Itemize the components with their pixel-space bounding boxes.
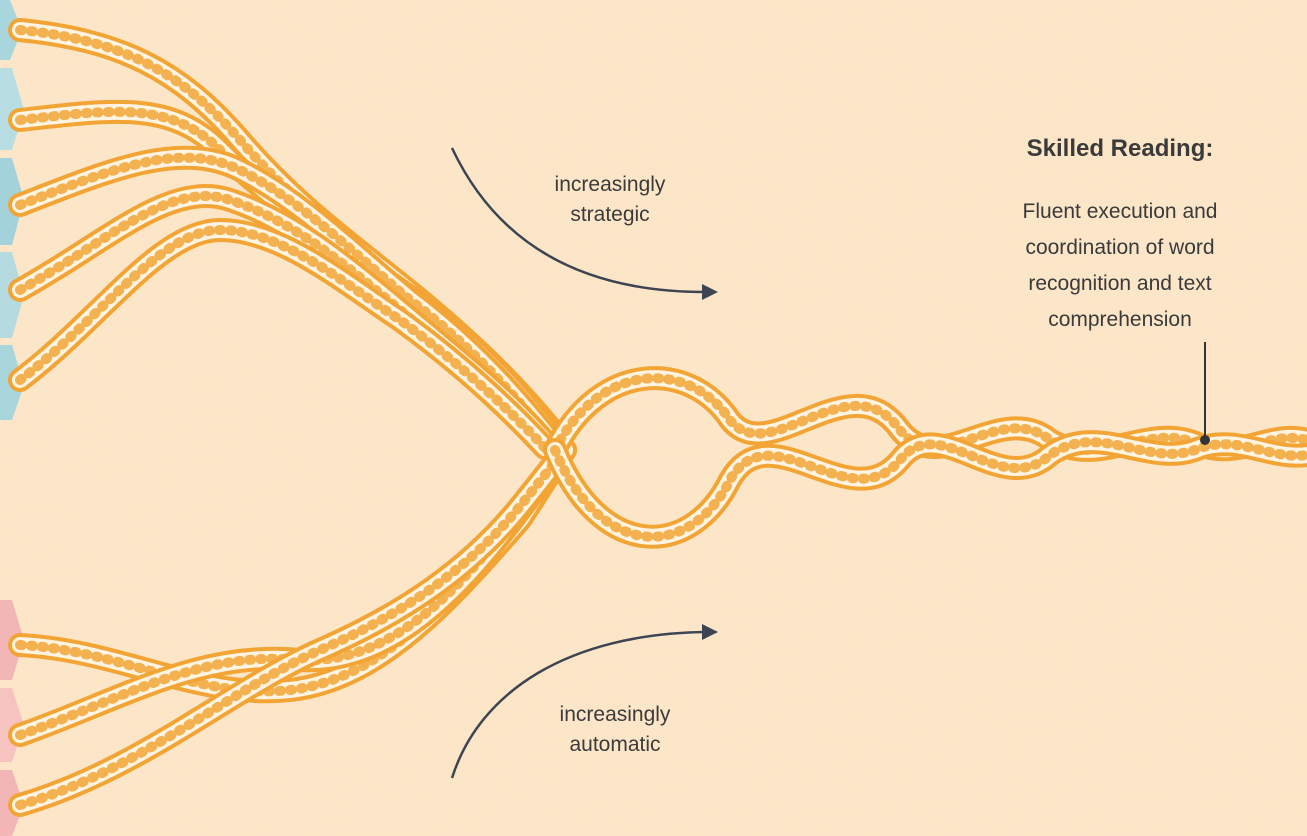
strategic-label-line-1: increasingly (500, 170, 720, 200)
outcome-title: Skilled Reading: (960, 135, 1280, 163)
automatic-label: increasingly automatic (505, 700, 725, 760)
strategic-label: increasingly strategic (500, 170, 720, 230)
outcome-description: Fluent execution and coordination of wor… (960, 194, 1280, 338)
outcome-description-line-3: recognition and text (960, 266, 1280, 302)
strategic-label-line-2: strategic (500, 200, 720, 230)
automatic-label-line-2: automatic (505, 730, 725, 760)
outcome-description-line-2: coordination of word (960, 230, 1280, 266)
outcome-description-line-1: Fluent execution and (960, 194, 1280, 230)
outcome-description-line-4: comprehension (960, 302, 1280, 338)
automatic-label-line-1: increasingly (505, 700, 725, 730)
